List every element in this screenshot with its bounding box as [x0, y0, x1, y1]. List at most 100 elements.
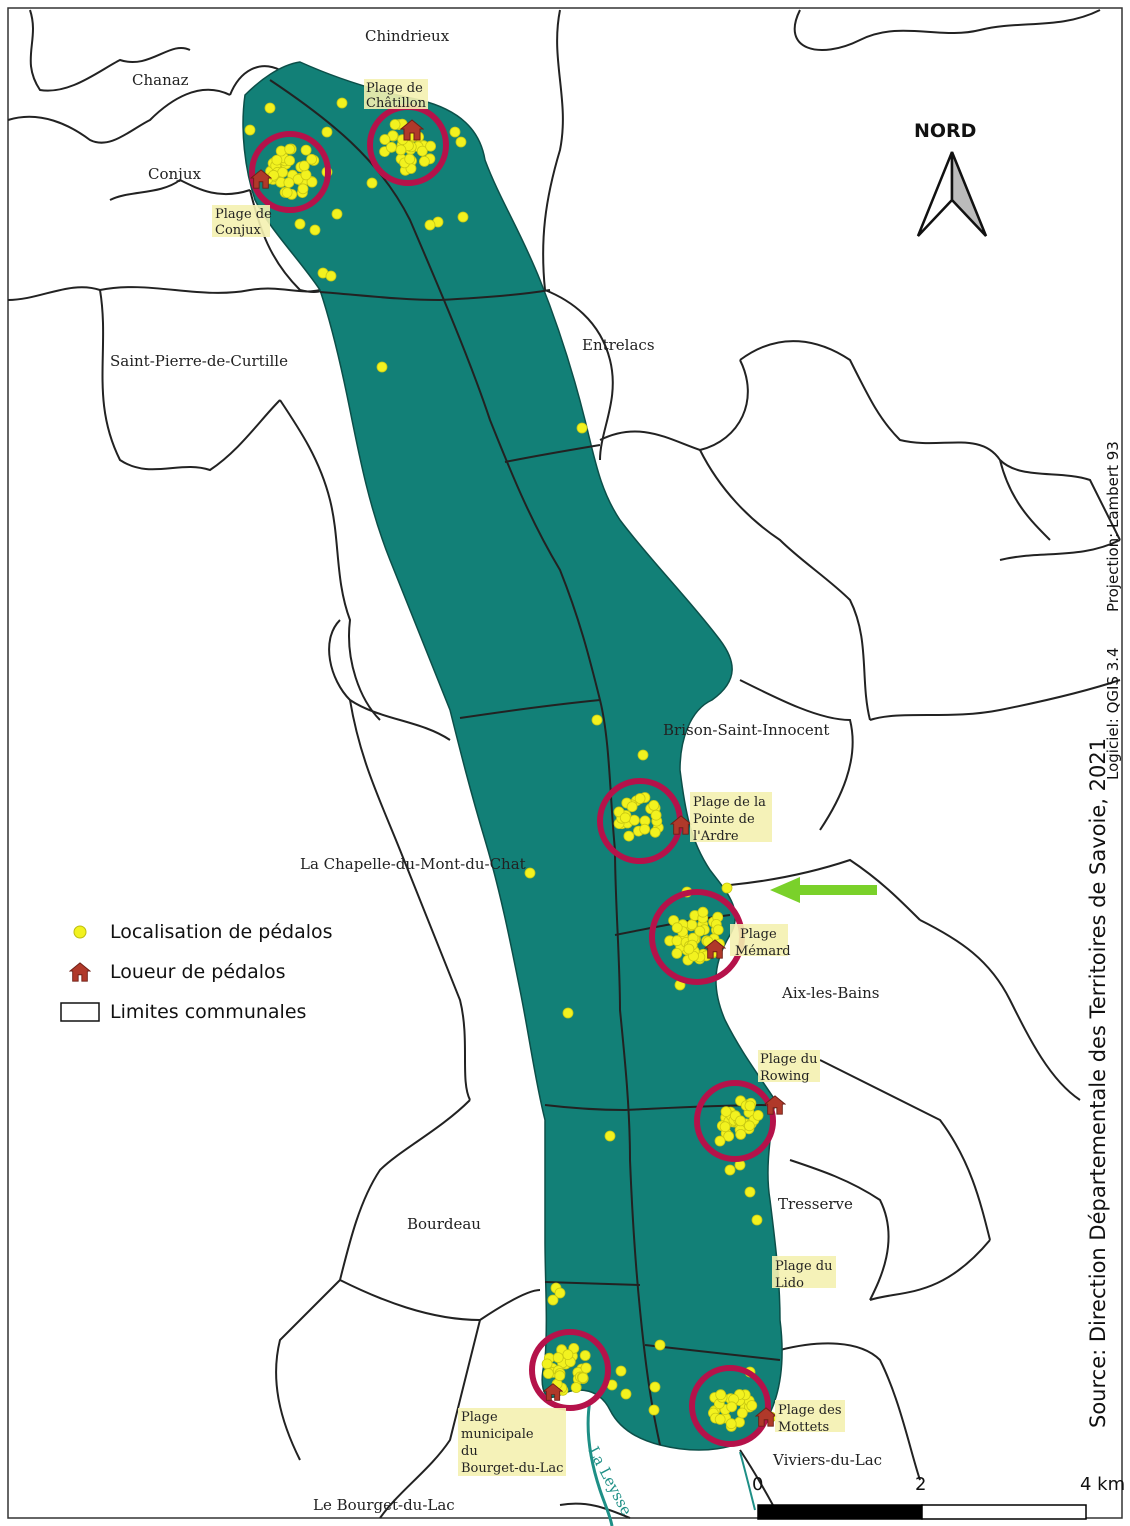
pedalo-point: [554, 1287, 566, 1299]
pedalo-point: [294, 218, 306, 230]
scale-label-0: 0: [752, 1474, 764, 1495]
beach-label-bourget-3: du: [461, 1444, 478, 1459]
pedalo-point: [524, 867, 536, 879]
beach-label-memard-2: Mémard: [735, 944, 791, 959]
pedalo-point: [580, 1362, 592, 1374]
pedalo-point: [284, 143, 296, 155]
pedalo-point: [541, 1358, 553, 1370]
pedalo-point: [719, 1121, 731, 1133]
pedalo-point: [715, 1389, 727, 1401]
rectangle-icon: [58, 1001, 102, 1023]
pedalo-point: [649, 1381, 661, 1393]
pedalo-point: [331, 208, 343, 220]
beach-label-memard-1: Plage: [740, 927, 777, 942]
north-arrow-icon: [916, 151, 988, 237]
pedalo-point: [639, 823, 651, 835]
pedalo-point: [395, 144, 407, 156]
pedalo-point: [604, 1130, 616, 1142]
beach-labels: Plage de Châtillon Plage de Conjux Plage…: [212, 79, 845, 1476]
pedalo-point: [726, 1401, 738, 1413]
commune-label-aix: Aix-les-Bains: [781, 984, 879, 1002]
pedalo-point: [425, 140, 437, 152]
pedalo-point: [277, 166, 289, 178]
pedalo-point: [543, 1368, 554, 1379]
scale-bar: [757, 1504, 1087, 1520]
pedalo-point: [562, 1349, 574, 1360]
pedalo-point: [619, 812, 631, 824]
pedalo-point: [325, 270, 337, 282]
beach-label-ardre-2: Pointe de: [693, 812, 755, 827]
pedalo-point: [570, 1382, 582, 1393]
pedalo-point: [552, 1352, 564, 1363]
pedalo-point: [336, 97, 348, 109]
yellow-dot-icon: [58, 924, 102, 940]
commune-label-brison: Brison-Saint-Innocent: [663, 721, 829, 739]
pedalo-point: [547, 1294, 559, 1306]
pedalo-point: [306, 176, 318, 188]
pedalo-point: [309, 224, 321, 236]
legend: Localisation de pédalos Loueur de pédalo…: [58, 912, 333, 1032]
pedalo-points: [244, 97, 777, 1432]
pedalo-point: [637, 749, 649, 761]
pedalo-point: [283, 177, 295, 189]
beach-label-ardre-1: Plage de la: [693, 795, 766, 810]
pedalo-point: [615, 1365, 627, 1377]
legend-label: Localisation de pédalos: [110, 921, 333, 943]
pedalo-point: [694, 925, 706, 937]
scale-label-4: 4 km: [1080, 1474, 1126, 1495]
beach-label-lido-1: Plage du: [775, 1259, 833, 1274]
beach-label-conjux-2: Conjux: [215, 223, 262, 238]
scale-label-2: 2: [915, 1474, 927, 1495]
pedalo-point: [244, 124, 256, 136]
commune-label-tresserve: Tresserve: [778, 1195, 853, 1213]
pedalo-point: [629, 814, 640, 826]
pedalo-point: [379, 134, 391, 145]
pedalo-point: [746, 1400, 758, 1411]
north-label: NORD: [914, 120, 977, 142]
pedalo-point: [298, 160, 310, 172]
pedalo-point: [389, 119, 401, 130]
pedalo-point: [554, 1370, 566, 1382]
pedalo-point: [591, 714, 603, 726]
beach-label-lido-2: Lido: [775, 1276, 804, 1291]
beach-label-mottets-2: Mottets: [778, 1420, 829, 1435]
pedalo-point: [306, 153, 318, 165]
pedalo-point: [366, 177, 378, 189]
commune-label-viviers: Viviers-du-Lac: [772, 1451, 882, 1469]
beach-label-rowing-2: Rowing: [760, 1069, 810, 1084]
pedalo-point: [714, 1135, 726, 1147]
beach-label-rowing-1: Plage du: [760, 1052, 818, 1067]
pedalo-point: [648, 1404, 660, 1416]
pedalo-point: [268, 169, 280, 181]
pedalo-point: [620, 1388, 632, 1400]
pedalo-point: [744, 1120, 755, 1132]
beach-label-bourget-1: Plage: [461, 1410, 498, 1425]
pedalo-point: [577, 1372, 589, 1384]
pedalo-point: [714, 1414, 726, 1425]
commune-label-chanaz: Chanaz: [132, 71, 189, 89]
pedalo-point: [671, 948, 683, 959]
pedalo-point: [697, 906, 709, 918]
commune-labels: Chindrieux Chanaz Conjux Saint-Pierre-de…: [110, 27, 882, 1514]
pedalo-point: [385, 141, 397, 153]
pedalo-point: [271, 154, 283, 166]
legend-label: Loueur de pédalos: [110, 961, 286, 983]
credit-source: Source: Direction Départementale des Ter…: [1086, 737, 1110, 1428]
commune-boundaries: [7, 9, 1121, 1519]
pedalo-point: [457, 211, 469, 223]
pedalo-point: [626, 801, 638, 813]
pedalo-point: [751, 1214, 763, 1226]
pedalo-point: [724, 1164, 736, 1176]
river-outlet: [739, 1451, 756, 1511]
pedalo-point: [623, 830, 635, 842]
beach-label-conjux-1: Plage de: [215, 207, 272, 222]
pedalo-point: [744, 1186, 756, 1198]
pedalo-point: [579, 1350, 591, 1361]
pedalo-point: [723, 1130, 735, 1142]
beach-label-bourget-2: municipale: [461, 1427, 534, 1442]
legend-item-points: Localisation de pédalos: [58, 912, 333, 952]
commune-label-conjux: Conjux: [148, 165, 201, 183]
pedalo-point: [404, 153, 416, 165]
pedalo-point: [735, 1129, 747, 1140]
